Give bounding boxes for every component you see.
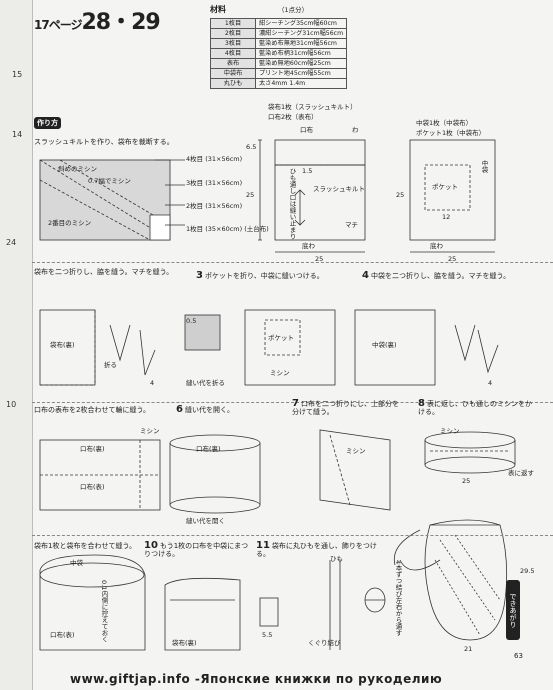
dim-1-5: 1.5 [302,167,313,175]
section-divider [32,402,553,403]
previous-page-edge: 15 14 24 10 [0,0,33,690]
dim-0-5: 0.5 [186,317,197,325]
step-10-label: もう1枚の口布を中袋にまつりつける。 [144,542,249,558]
material-value: 太さ4mm 1.4m [254,78,348,89]
title-pages: 28・29 [81,10,160,35]
dim-29-5: 29.5 [520,567,535,575]
dim-4: 4 [150,379,155,387]
label-tie: くぐり結び [308,639,341,647]
step-8-label: 表に返し、ひも通しのミシンをかける。 [418,400,532,416]
step-11-label: 袋布に丸ひもを通し、飾りをつける。 [256,542,377,558]
dim-25: 25 [246,191,255,199]
page-number: 63 [514,652,523,660]
title-prefix: 17ページ [34,18,82,32]
table-row: 丸ひも太さ4mm 1.4m [210,78,348,89]
label-mouth-back-6: 口布(裏) [196,445,221,453]
label-stitch: ミシン [270,369,290,377]
strip-number: 15 [12,70,23,79]
dim-25-bottom: 25 [315,255,324,263]
materials-note: （1点分） [278,6,309,14]
label-inner-bag: 中袋 [480,160,488,173]
label-layer-2: 2枚目 (31×56cm) [186,202,243,210]
dim-25-inner: 25 [396,191,405,199]
label-bottom-fold-inner: 底わ [430,242,443,250]
label-open-seam: 縫い代を開く [186,517,225,525]
step-6-label: 縫い代を開く。 [184,406,234,414]
label-pocket: ポケット [432,183,458,191]
label-wa: わ [352,126,359,134]
materials-panel: 材料 （1点分） 1枚目紺シーチング35cm幅60cm 2枚目濃紺シーチング31… [210,4,348,89]
label-slant-stitch: 斜めのミシン [58,165,97,173]
dim-6-5: 6.5 [246,143,257,151]
label-mouth-back: 口布(裏) [80,445,105,453]
dim-25-inner-bottom: 25 [448,255,457,263]
dim-12: 12 [442,213,451,221]
label-pocket-heading: ポケット1枚（中袋布） [416,129,486,137]
label-layer-4: 4枚目 (31×56cm) [186,155,243,163]
label-07-stitch: 0.7幅でミシン [88,177,131,185]
dim-5-5: 5.5 [262,631,273,639]
label-inner-back: 中袋(裏) [372,341,397,349]
label-seam-fold: 縫い代を折る [186,379,225,387]
section-divider [32,535,553,536]
step-4-label: 中袋を二つ折りし、脇を縫う。マチを縫う。 [370,272,511,280]
label-second-stitch: 2番目のミシン [48,219,92,227]
step-9-text: 袋布1枚と袋布を合わせて縫う。 [34,542,137,550]
label-mouth: 口布 [300,126,313,134]
label-cord: ひも [330,555,343,563]
label-mouth-heading: 口布2枚（表布） [268,113,318,121]
label-layer-1: 1枚目 (35×60cm) (土台布) [186,225,269,233]
label-stitch-5: ミシン [140,427,160,435]
label-turn: 表に返す [508,469,534,477]
label-gusset: マチ [345,221,358,229]
how-to-badge: 作り方 [34,117,61,129]
materials-table: 1枚目紺シーチング35cm幅60cm 2枚目濃紺シーチング31cm幅56cm 3… [210,18,348,89]
label-bag-back: 袋布(裏) [50,341,75,349]
page-title: 17ページ28・29 [34,4,161,36]
dim-25-band: 25 [462,477,471,485]
strip-number: 14 [12,130,23,139]
label-inner-9: 中袋 [70,559,83,567]
watermark-footer: www.giftjap.info -Японские книжки по рук… [70,672,443,686]
step-1-text: スラッシュキルトを作り、袋布を裁断する。 [34,138,174,146]
label-mouth-front-9: 口布(表) [50,631,75,639]
strip-number: 24 [6,238,17,247]
step-3-label: ポケットを折り、中袋に縫いつける。 [204,272,324,280]
label-layer-3: 3枚目 (31×56cm) [186,179,243,187]
section-divider [32,262,553,263]
label-fold: 折る [104,361,117,369]
step-5-text: 口布の表布を2枚合わせて輪に縫う。 [34,406,151,414]
label-four-strands: 4本ずつ結び左右から通す [394,560,402,636]
label-mouth-front: 口布(表) [80,483,105,491]
label-cord-hole: ひも通し口は縫い止まり [288,168,296,240]
strip-number: 10 [6,400,17,409]
label-slash-quilt: スラッシュキルト [313,185,365,193]
label-fold-back: 0.1内側に控えておく [100,580,108,643]
label-bag-heading: 袋布1枚（スラッシュキルト） [268,103,357,111]
label-inner-heading: 中袋1枚（中袋布） [416,119,473,127]
step-7-label: 口布を二つ折りにし、上部分を分けて縫う。 [292,400,399,416]
label-stitch-8: ミシン [440,427,460,435]
step-2-text: 袋布を二つ折りし、脇を縫う。マチを縫う。 [34,268,174,276]
dim-21: 21 [464,645,473,653]
label-stitch-7: ミシン [346,447,366,455]
label-bag-back-10: 袋布(裏) [172,639,197,647]
dim-4-inner: 4 [488,379,493,387]
materials-heading: 材料 [210,5,226,14]
finished-badge: できあがり [506,580,520,640]
label-bottom-fold: 底わ [302,242,315,250]
label-pocket-step3: ポケット [268,334,294,342]
